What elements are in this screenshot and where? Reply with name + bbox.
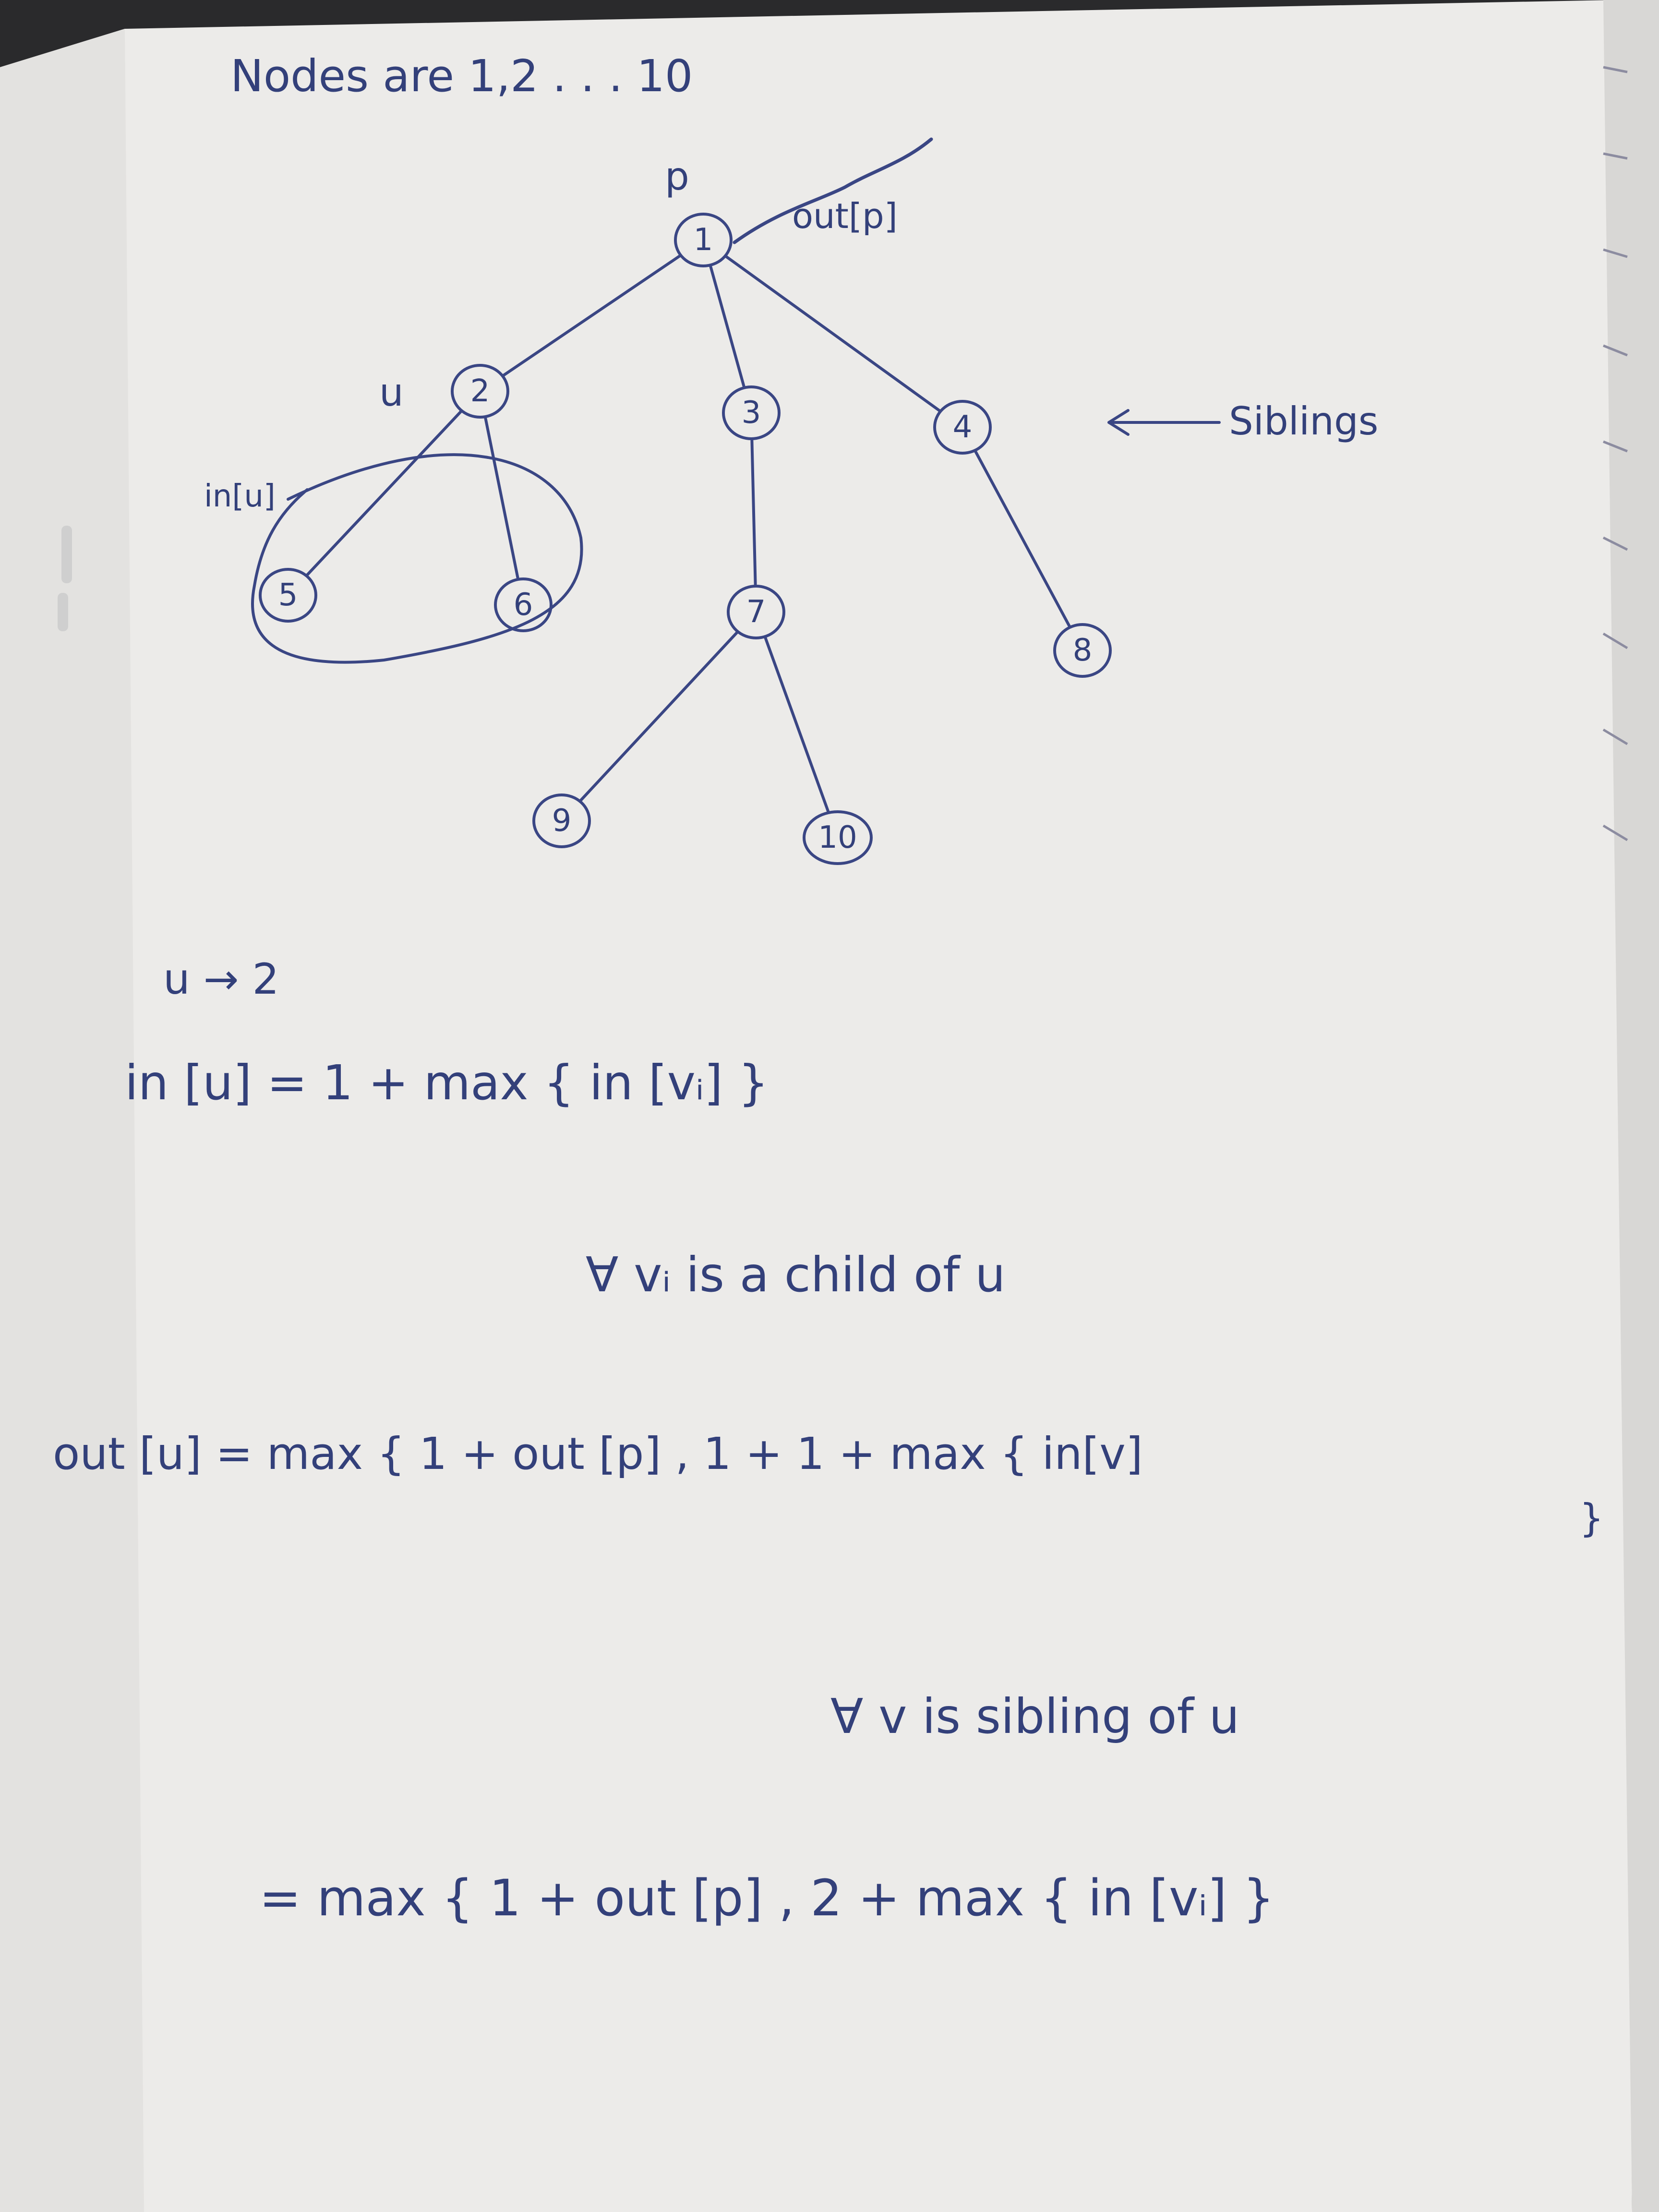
arrow-left-icon xyxy=(1107,409,1221,436)
tree-node-9: 9 xyxy=(532,793,591,848)
binding-ring xyxy=(58,593,68,631)
tree-node-label: 7 xyxy=(746,594,766,630)
header-text: Nodes are 1,2 . . . 10 xyxy=(230,50,693,102)
tree-edge-7-10 xyxy=(764,637,830,813)
tree-edge-7-9 xyxy=(579,631,739,802)
tree-node-label: 9 xyxy=(552,803,572,839)
tree-node-label: 6 xyxy=(514,587,533,623)
tree-edge-1-4 xyxy=(724,254,941,413)
binding-ring xyxy=(61,526,72,583)
tree-node-label: 8 xyxy=(1073,633,1093,668)
tree-node-6: 6 xyxy=(494,577,553,632)
out-condition: ∀ v is sibling of u xyxy=(830,1688,1239,1744)
tree-node-circle xyxy=(722,385,781,440)
out-formula-1-close: } xyxy=(1579,1496,1604,1540)
tree-node-circle xyxy=(933,400,992,455)
tree-node-label: 2 xyxy=(470,373,490,409)
tree-node-circle xyxy=(259,568,317,623)
in-condition: ∀ vᵢ is a child of u xyxy=(586,1247,1006,1303)
binding-shadow xyxy=(0,29,144,2212)
tree-node-circle xyxy=(674,213,733,267)
tree-edge-2-5 xyxy=(305,410,463,577)
in-u-subtree-loop xyxy=(251,453,583,664)
in-formula: in [u] = 1 + max { in [vᵢ] } xyxy=(125,1055,769,1111)
tree-edge-4-8 xyxy=(974,450,1071,627)
u-assign: u → 2 xyxy=(163,954,279,1004)
tree-edge-1-2 xyxy=(502,254,682,377)
tree-node-circle xyxy=(532,793,591,848)
tree-node-label: 1 xyxy=(694,222,713,258)
tree-node-circle xyxy=(451,364,509,419)
tree-node-label: 3 xyxy=(742,395,761,431)
tree-node-2: 2 xyxy=(451,364,509,419)
tree-node-label: 10 xyxy=(818,820,857,855)
tree-node-10: 10 xyxy=(803,810,873,865)
tree-node-circle xyxy=(727,585,785,639)
tree-node-label: 5 xyxy=(278,577,298,613)
tree-node-4: 4 xyxy=(933,400,992,455)
tree-nodes: 1 2 3 4 5 6 7 8 9 10 xyxy=(259,213,1112,865)
p-label: p xyxy=(665,154,689,199)
tree-edge-1-3 xyxy=(709,265,745,388)
tree-node-5: 5 xyxy=(259,568,317,623)
tree-edges xyxy=(305,254,1071,813)
siblings-label: Siblings xyxy=(1229,399,1378,444)
torn-page-marks xyxy=(1602,66,1628,842)
in-u-label: in[u] xyxy=(204,479,276,514)
tree-node-7: 7 xyxy=(727,585,785,639)
tree-node-circle xyxy=(1053,623,1112,678)
out-formula-1: out [u] = max { 1 + out [p] , 1 + 1 + ma… xyxy=(53,1428,1143,1479)
tree-node-label: 4 xyxy=(953,409,973,445)
out-p-wavy-line xyxy=(733,137,933,244)
tree-edge-3-7 xyxy=(750,439,757,586)
tree-node-8: 8 xyxy=(1053,623,1112,678)
tree-node-circle xyxy=(803,810,873,865)
right-page-edge xyxy=(1603,0,1659,2212)
out-p-label: out[p] xyxy=(792,196,898,236)
tree-node-3: 3 xyxy=(722,385,781,440)
tree-node-circle xyxy=(494,577,553,632)
tree-node-1: 1 xyxy=(674,213,733,267)
out-formula-2: = max { 1 + out [p] , 2 + max { in [vᵢ] … xyxy=(259,1869,1274,1927)
tree-edge-2-6 xyxy=(484,417,519,579)
u-label: u xyxy=(379,370,404,415)
